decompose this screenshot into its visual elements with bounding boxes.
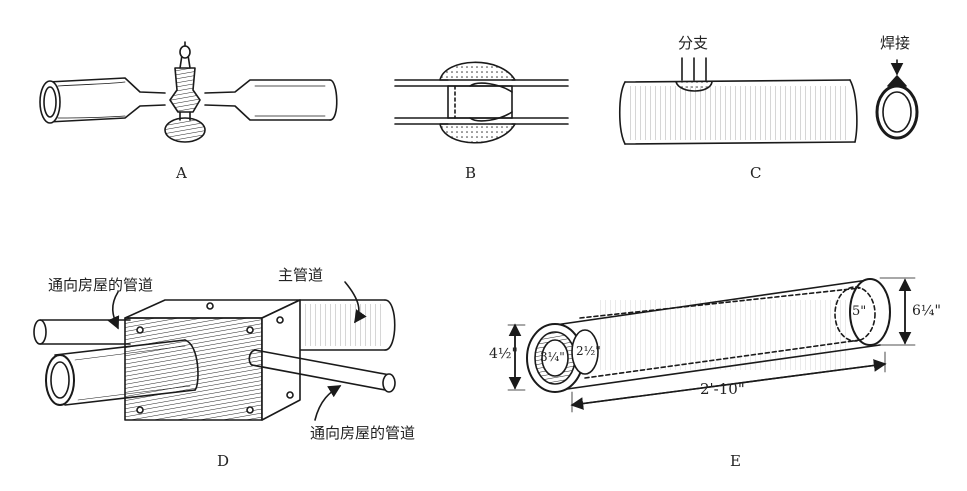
panel-c-branch-weld xyxy=(619,57,919,145)
panel-a-valve-pipe xyxy=(39,41,338,143)
panel-a-letter: A xyxy=(176,164,187,182)
house-pipe-label-top: 通向房屋的管道 xyxy=(48,276,154,294)
panel-d-junction-box xyxy=(33,281,396,421)
dim-far-inner-diameter: 5" xyxy=(852,304,867,319)
dim-mid-diameter: 3¼" xyxy=(540,350,565,364)
main-pipe-label: 主管道 xyxy=(278,266,324,284)
panel-e-insulated-pipe xyxy=(507,277,916,413)
weld-label: 焊接 xyxy=(880,34,911,52)
dim-length: 2'-10" xyxy=(700,380,745,398)
panel-d-letter: D xyxy=(217,452,230,470)
branch-label: 分支 xyxy=(678,34,709,52)
panel-e-letter: E xyxy=(730,452,741,470)
dim-far-outer-diameter: 6¼" xyxy=(912,303,941,319)
panel-b-sleeve-joint xyxy=(394,61,569,144)
panel-c-letter: C xyxy=(750,164,762,182)
dim-inner-diameter: 2½" xyxy=(576,344,601,358)
house-pipe-label-bottom: 通向房屋的管道 xyxy=(310,424,416,442)
dim-outer-diameter-left: 4½" xyxy=(489,346,518,362)
panel-b-letter: B xyxy=(465,164,477,182)
